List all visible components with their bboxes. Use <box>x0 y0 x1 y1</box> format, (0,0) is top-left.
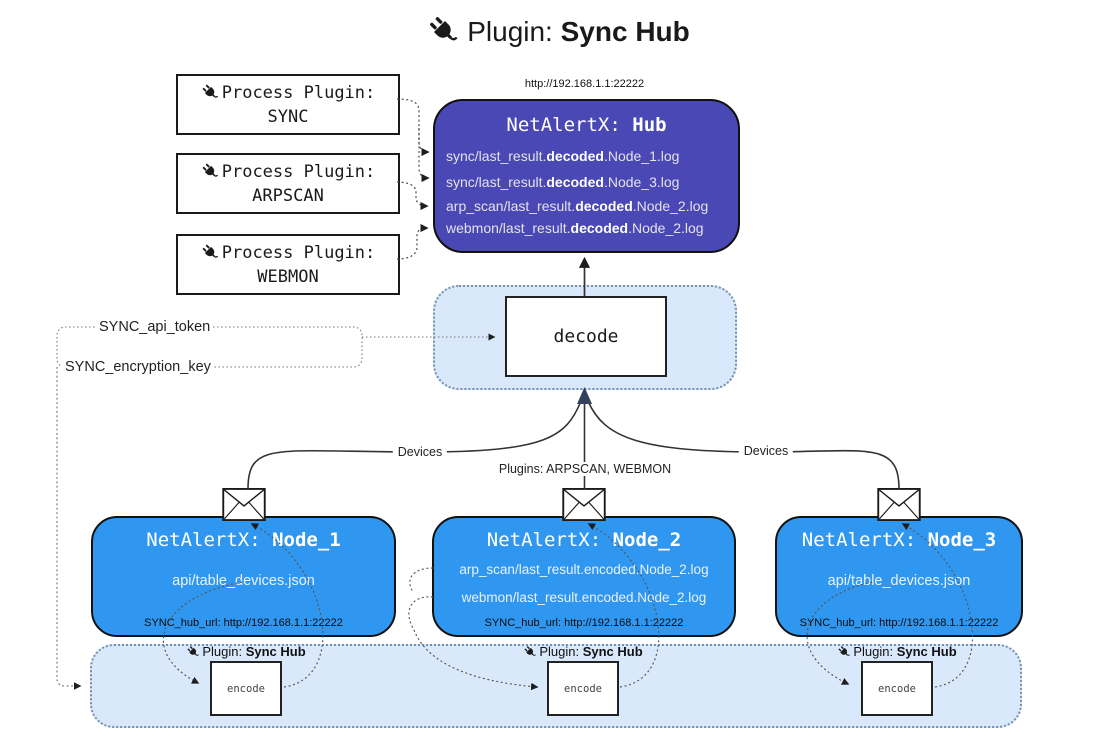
encoder-plugin-label: Plugin: Sync Hub <box>186 644 306 659</box>
process-plugin-box-sync: Process Plugin: SYNC <box>176 74 400 135</box>
devices-edge-label-right: Devices <box>738 444 794 458</box>
process-plugin-box-arpscan: Process Plugin: ARPSCAN <box>176 153 400 214</box>
hub-log-line: arp_scan/last_result.decoded.Node_2.log <box>446 198 709 214</box>
node-hub-url: SYNC_hub_url: http://192.168.1.1:22222 <box>144 617 343 629</box>
hub-log-line: sync/last_result.decoded.Node_3.log <box>446 174 680 190</box>
node-name: Node_1 <box>272 529 341 551</box>
node-file: webmon/last_result.encoded.Node_2.log <box>461 590 707 605</box>
decode-box: decode <box>505 296 667 377</box>
node-app-label: NetAlertX: <box>801 529 917 551</box>
sync-api-token-label: SYNC_api_token <box>96 319 214 335</box>
node-file-list: api/table_devices.json <box>93 567 394 595</box>
envelope-icon <box>877 488 921 521</box>
node-app-label: NetAlertX: <box>486 529 602 551</box>
process-plugin-name: SYNC <box>267 107 309 127</box>
process-plugin-box-webmon: Process Plugin: WEBMON <box>176 234 400 295</box>
hub-box: NetAlertX: Hub sync/last_result.decoded.… <box>433 99 740 253</box>
node-file: api/table_devices.json <box>172 573 315 589</box>
node-box-3: NetAlertX: Node_3 api/table_devices.json… <box>775 516 1023 637</box>
page-title: Plugin: Sync Hub <box>0 14 1117 48</box>
plug-icon <box>201 162 220 181</box>
hub-url-label: http://192.168.1.1:22222 <box>524 78 645 90</box>
node-app-label: NetAlertX: <box>146 529 261 551</box>
plug-icon <box>523 645 537 659</box>
devices-edge-label-left: Devices <box>392 445 448 459</box>
plugins-edge-label: Plugins: ARPSCAN, WEBMON <box>493 462 677 476</box>
node-title: NetAlertX: Node_2 <box>434 529 734 551</box>
node-title: NetAlertX: Node_3 <box>777 529 1021 551</box>
envelope-icon <box>562 488 606 521</box>
node-box-2: NetAlertX: Node_2 arp_scan/last_result.e… <box>432 516 736 637</box>
hub-log-line: sync/last_result.decoded.Node_1.log <box>446 148 680 164</box>
process-plugin-label: Process Plugin: <box>221 243 376 263</box>
encode-box-1: encode <box>210 661 282 716</box>
node-name: Node_3 <box>927 529 997 551</box>
sync-encryption-key-label: SYNC_encryption_key <box>62 359 214 375</box>
node-file-list: arp_scan/last_result.encoded.Node_2.log … <box>434 556 734 612</box>
title-name: Sync Hub <box>560 16 690 47</box>
node-hub-url: SYNC_hub_url: http://192.168.1.1:22222 <box>799 617 999 629</box>
hub-name: Hub <box>632 114 667 136</box>
plug-icon <box>201 243 220 262</box>
plug-icon <box>201 83 220 102</box>
encoder-plugin-label: Plugin: Sync Hub <box>523 644 643 659</box>
process-plugin-name: ARPSCAN <box>252 186 324 206</box>
node-name: Node_2 <box>612 529 682 551</box>
envelope-icon <box>222 488 266 521</box>
encode-box-2: encode <box>547 661 619 716</box>
hub-title: NetAlertX: Hub <box>435 114 738 136</box>
process-plugin-label: Process Plugin: <box>221 162 376 182</box>
process-plugin-label: Process Plugin: <box>221 83 376 103</box>
hub-log-list: sync/last_result.decoded.Node_1.log sync… <box>435 143 738 239</box>
plug-icon <box>186 645 200 659</box>
node-box-1: NetAlertX: Node_1 api/table_devices.json… <box>91 516 396 637</box>
title-label: Plugin: <box>467 16 553 47</box>
node-hub-url: SYNC_hub_url: http://192.168.1.1:22222 <box>484 617 684 629</box>
encoder-plugin-label: Plugin: Sync Hub <box>837 644 957 659</box>
node-file: arp_scan/last_result.encoded.Node_2.log <box>459 562 709 577</box>
plug-icon <box>837 645 851 659</box>
plug-icon <box>427 14 461 48</box>
node-file-list: api/table_devices.json <box>777 567 1021 595</box>
node-file: api/table_devices.json <box>827 573 971 589</box>
hub-app-label: NetAlertX: <box>506 114 621 136</box>
hub-log-line: webmon/last_result.decoded.Node_2.log <box>446 220 704 236</box>
process-plugin-name: WEBMON <box>257 267 319 287</box>
encode-box-3: encode <box>861 661 933 716</box>
node-title: NetAlertX: Node_1 <box>93 529 394 551</box>
